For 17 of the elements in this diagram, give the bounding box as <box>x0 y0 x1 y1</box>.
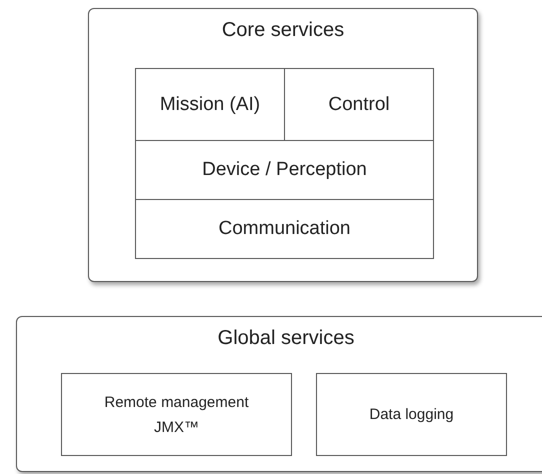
component-label: JMX™ <box>154 418 199 436</box>
component-box <box>135 140 434 200</box>
component-label: Data logging <box>369 406 454 423</box>
component-label: Device / Perception <box>202 159 367 181</box>
group-box <box>16 316 542 472</box>
component-box <box>61 373 292 456</box>
component-box <box>135 199 434 259</box>
component-label: Control <box>328 94 390 116</box>
component-label: Communication <box>218 218 350 240</box>
group-box <box>88 8 478 282</box>
component-box <box>316 373 507 456</box>
component-label: Remote management <box>104 394 249 410</box>
group-title: Core services <box>220 19 346 42</box>
component-box <box>284 68 434 141</box>
component-label: Mission (AI) <box>160 94 260 116</box>
component-box <box>135 68 285 141</box>
group-title: Global services <box>216 327 356 350</box>
